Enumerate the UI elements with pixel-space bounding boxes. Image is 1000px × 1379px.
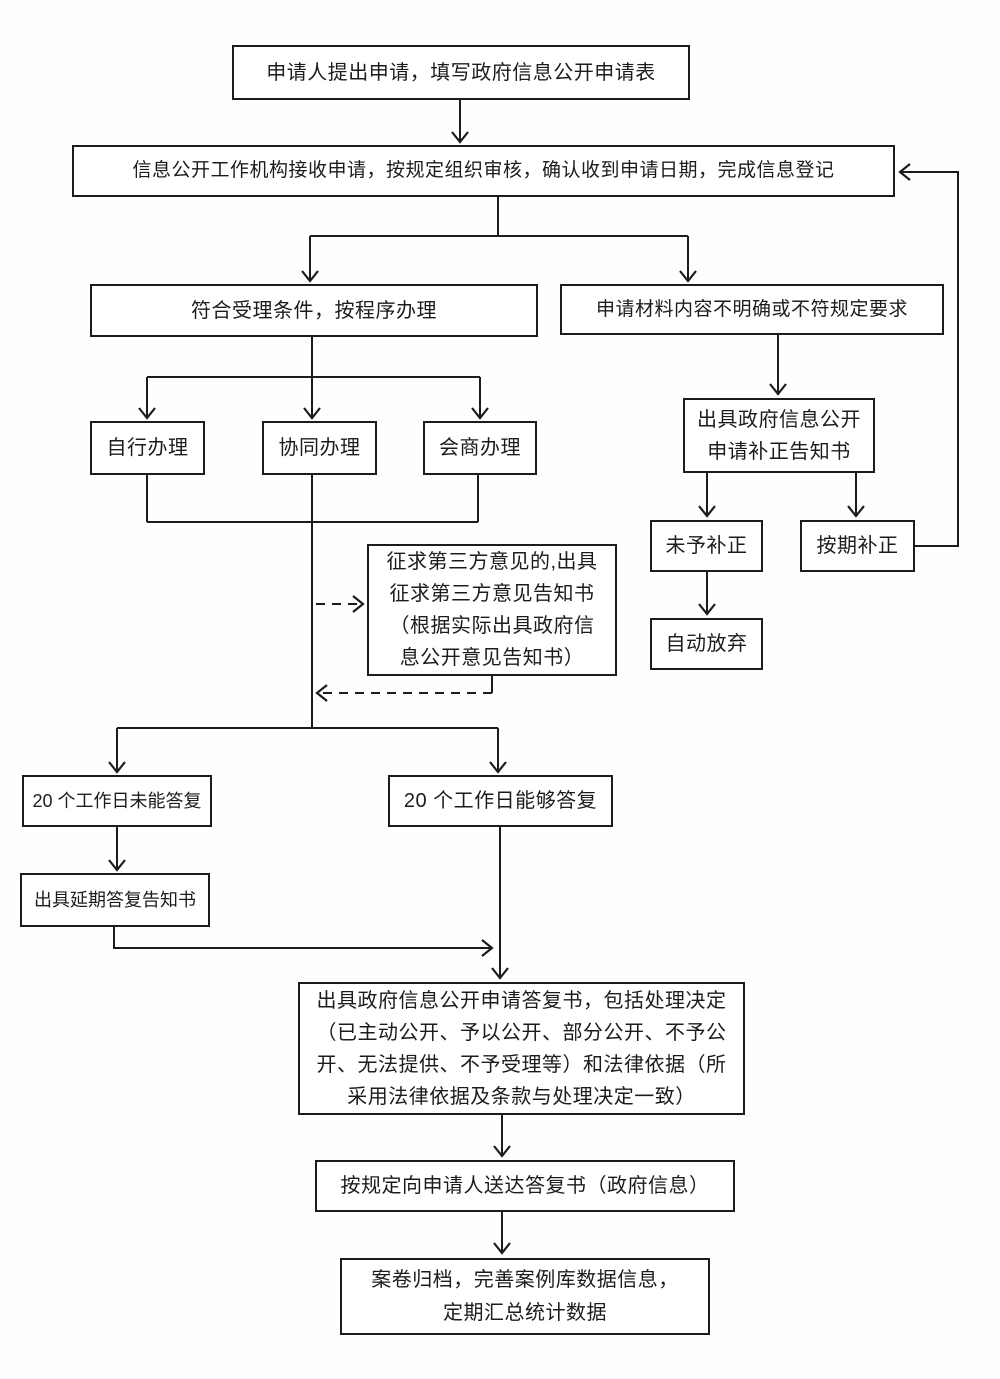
edge-delay-join: [113, 927, 494, 957]
node-third-party-line2: 征求第三方意见告知书: [389, 583, 595, 605]
node-reply-line4: 采用法律依据及条款与处理决定一致）: [347, 1085, 696, 1108]
node-abandon-label: 自动放弃: [665, 633, 748, 655]
node-archive-line2: 定期汇总统计数据: [443, 1301, 607, 1324]
node-third-party-line1: 征求第三方意见的,出具: [386, 551, 598, 573]
node-delay-notice: 出具延期答复告知书: [20, 873, 210, 927]
node-apply-label: 申请人提出申请，填写政府信息公开申请表: [266, 61, 656, 84]
node-unclear-label: 申请材料内容不明确或不符规定要求: [595, 298, 908, 320]
node-third-party: 征求第三方意见的,出具 征求第三方意见告知书 （根据实际出具政府信 息公开意见告…: [367, 544, 617, 676]
node-collab-handle: 协同办理: [262, 421, 377, 475]
node-reply: 出具政府信息公开申请答复书，包括处理决定 （已主动公开、予以公开、部分公开、不予…: [298, 982, 745, 1115]
node-apply: 申请人提出申请，填写政府信息公开申请表: [232, 45, 690, 100]
node-no-supplement-label: 未予补正: [665, 535, 748, 557]
node-receive-label: 信息公开工作机构接收申请，按规定组织审核，确认收到申请日期，完成信息登记: [132, 160, 835, 181]
node-collab-handle-label: 协同办理: [278, 437, 361, 459]
node-reply-line1: 出具政府信息公开申请答复书，包括处理决定: [316, 989, 727, 1012]
node-consult-handle: 会商办理: [423, 421, 537, 475]
node-abandon: 自动放弃: [650, 618, 763, 670]
node-self-handle-label: 自行办理: [106, 437, 189, 459]
node-in-time-20: 20 个工作日能够答复: [388, 775, 613, 827]
node-reply-line2: （已主动公开、予以公开、部分公开、不予公: [316, 1021, 727, 1044]
node-self-handle: 自行办理: [90, 421, 205, 475]
node-archive-line1: 案卷归档，完善案例库数据信息，: [371, 1268, 679, 1291]
node-on-time-supplement-label: 按期补正: [816, 535, 899, 557]
node-on-time-supplement: 按期补正: [800, 520, 915, 572]
edge-ontime-loopback: [898, 163, 959, 547]
node-overdue-20-label: 20 个工作日未能答复: [32, 791, 202, 811]
node-supplement-notice: 出具政府信息公开 申请补正告知书: [683, 398, 875, 473]
node-accept: 符合受理条件，按程序办理: [90, 284, 538, 337]
node-deliver: 按规定向申请人送达答复书（政府信息）: [315, 1160, 735, 1212]
node-receive: 信息公开工作机构接收申请，按规定组织审核，确认收到申请日期，完成信息登记: [72, 145, 895, 197]
node-supplement-notice-line2: 申请补正告知书: [707, 440, 851, 463]
node-overdue-20: 20 个工作日未能答复: [22, 775, 212, 827]
node-accept-label: 符合受理条件，按程序办理: [191, 299, 437, 322]
node-consult-handle-label: 会商办理: [439, 437, 521, 459]
node-no-supplement: 未予补正: [650, 520, 763, 572]
node-archive: 案卷归档，完善案例库数据信息， 定期汇总统计数据: [340, 1258, 710, 1335]
node-supplement-notice-line1: 出具政府信息公开: [697, 408, 861, 431]
node-unclear: 申请材料内容不明确或不符规定要求: [560, 284, 944, 335]
node-third-party-line3: （根据实际出具政府信: [389, 615, 595, 637]
node-delay-notice-label: 出具延期答复告知书: [34, 890, 196, 910]
node-in-time-20-label: 20 个工作日能够答复: [403, 790, 598, 812]
node-third-party-line4: 息公开意见告知书）: [399, 647, 585, 669]
node-deliver-label: 按规定向申请人送达答复书（政府信息）: [340, 1175, 710, 1197]
node-reply-line3: 开、无法提供、不予受理等）和法律依据（所: [316, 1053, 727, 1076]
